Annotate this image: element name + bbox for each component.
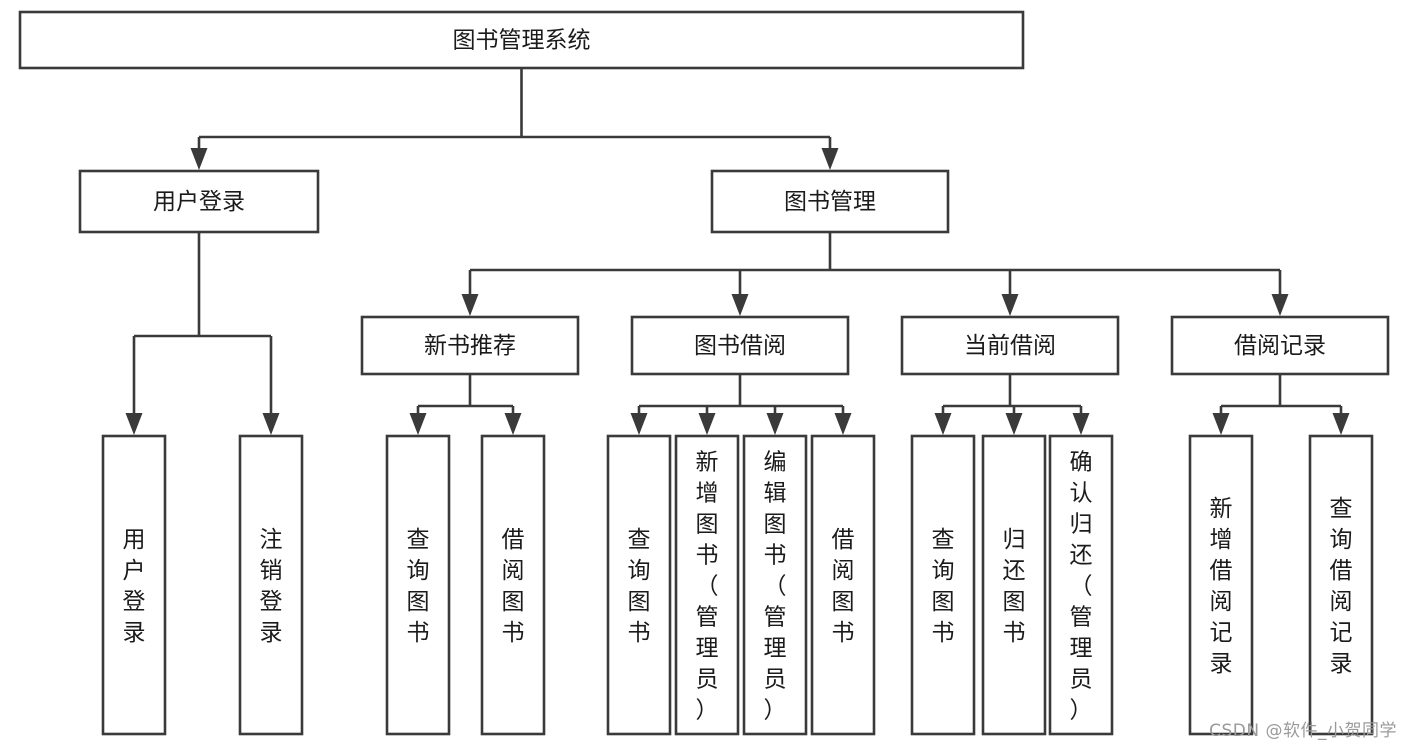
arrow-head-icon [834,413,852,435]
node-label: 当前借阅 [964,333,1056,359]
node-leaf-query-book-1[interactable]: 查询图书 [385,434,451,736]
node-box[interactable] [981,434,1047,736]
node-leaf-query-record[interactable]: 查询借阅记录 [1308,434,1374,736]
node-layer: 图书管理系统用户登录图书管理新书推荐图书借阅当前借阅借阅记录用户登录注销登录查询… [18,10,1390,736]
node-label: 借阅记录 [1234,333,1326,359]
arrow-head-icon [190,148,208,170]
node-label: 查询图书 [407,527,430,646]
connector-group-current-borrow [934,374,1090,435]
node-box[interactable] [810,434,876,736]
connector-group-root [190,68,839,170]
node-box[interactable] [742,434,808,736]
arrow-head-icon [461,294,479,316]
node-box[interactable] [630,315,850,376]
arrow-head-icon [1271,294,1289,316]
arrow-head-icon [821,148,839,170]
node-box[interactable] [480,434,546,736]
node-box[interactable] [238,434,304,736]
connector-group-borrow-record [1212,374,1350,435]
node-leaf-return-book[interactable]: 归还图书 [981,434,1047,736]
node-box[interactable] [18,10,1025,70]
node-leaf-user-login[interactable]: 用户登录 [101,434,167,736]
arrow-head-icon [409,413,427,435]
arrow-head-icon [766,413,784,435]
node-box[interactable] [674,434,740,736]
node-box[interactable] [900,315,1120,376]
node-box[interactable] [360,315,580,376]
node-label: 查询借阅记录 [1330,496,1353,677]
node-box[interactable] [710,169,950,234]
node-label: 新增图书（管理员） [696,450,719,724]
node-leaf-query-book-3[interactable]: 查询图书 [910,434,976,736]
arrow-head-icon [1212,413,1230,435]
connector-group-new-book-recommend [409,374,522,435]
node-box[interactable] [606,434,672,736]
node-label: 确认归还（管理员） [1070,450,1093,724]
node-leaf-confirm-return[interactable]: 确认归还（管理员） [1048,434,1114,736]
node-label: 归还图书 [1003,527,1026,646]
node-label: 用户登录 [123,527,146,646]
connector-group-book-management [461,232,1289,316]
node-leaf-edit-book[interactable]: 编辑图书（管理员） [742,434,808,736]
node-box[interactable] [910,434,976,736]
node-label: 图书管理系统 [453,28,591,54]
node-box[interactable] [1048,434,1114,736]
node-box[interactable] [101,434,167,736]
node-box[interactable] [1170,315,1390,376]
node-leaf-add-record[interactable]: 新增借阅记录 [1188,434,1254,736]
node-label: 查询图书 [932,527,955,646]
arrow-head-icon [698,413,716,435]
node-label: 新增借阅记录 [1210,496,1233,677]
node-label: 图书管理 [784,189,876,215]
node-current-borrow[interactable]: 当前借阅 [900,315,1120,376]
arrow-head-icon [125,413,143,435]
node-label: 借阅图书 [502,527,525,646]
node-root[interactable]: 图书管理系统 [18,10,1025,70]
connector-group-book-borrow [630,374,852,435]
node-box[interactable] [1308,434,1374,736]
connector-group-user-login [125,232,280,435]
node-label: 注销登录 [260,527,283,646]
node-leaf-user-logout[interactable]: 注销登录 [238,434,304,736]
connector-layer [125,68,1350,435]
node-label: 编辑图书（管理员） [764,450,787,724]
node-borrow-record[interactable]: 借阅记录 [1170,315,1390,376]
arrow-head-icon [934,413,952,435]
arrow-head-icon [262,413,280,435]
node-leaf-add-book[interactable]: 新增图书（管理员） [674,434,740,736]
node-new-book-recommend[interactable]: 新书推荐 [360,315,580,376]
node-book-borrow[interactable]: 图书借阅 [630,315,850,376]
node-box[interactable] [385,434,451,736]
node-leaf-borrow-book-1[interactable]: 借阅图书 [480,434,546,736]
node-leaf-query-book-2[interactable]: 查询图书 [606,434,672,736]
node-label: 新书推荐 [424,333,516,359]
node-label: 借阅图书 [832,527,855,646]
node-label: 查询图书 [628,527,651,646]
arrow-head-icon [1072,413,1090,435]
node-user-login[interactable]: 用户登录 [78,169,320,234]
node-leaf-borrow-book-2[interactable]: 借阅图书 [810,434,876,736]
arrow-head-icon [630,413,648,435]
arrow-head-icon [1332,413,1350,435]
node-book-management[interactable]: 图书管理 [710,169,950,234]
node-box[interactable] [78,169,320,234]
arrow-head-icon [1005,413,1023,435]
node-label: 图书借阅 [694,333,786,359]
node-box[interactable] [1188,434,1254,736]
arrow-head-icon [731,294,749,316]
arrow-head-icon [1001,294,1019,316]
node-label: 用户登录 [153,189,245,215]
arrow-head-icon [504,413,522,435]
